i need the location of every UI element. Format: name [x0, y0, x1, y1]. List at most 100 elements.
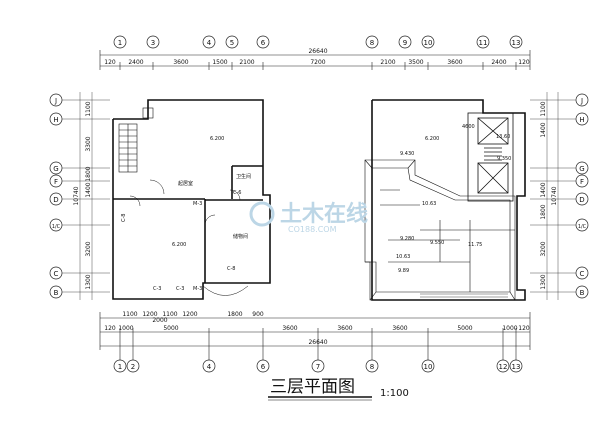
side-axis-lines [62, 92, 576, 300]
axis-top-9: 9 [403, 39, 407, 47]
bottom-dimension-lines [99, 312, 531, 360]
axis-top-3: 3 [151, 39, 155, 47]
total-width-bottom: 26640 [308, 339, 327, 346]
bedroom-label: 起居室 [178, 180, 193, 187]
door-m3-b: M-3 [193, 286, 202, 292]
axis-bottom-2: 2 [131, 363, 135, 371]
bottom-outer-3: 5000 [163, 325, 178, 332]
bottom-outer-2: 1000 [118, 325, 133, 332]
dim-top-4: 1500 [212, 59, 227, 66]
drawing-title: 三层平面图 [270, 377, 355, 397]
axis-left-F: F [54, 178, 58, 186]
right-dim-6: 1300 [540, 274, 547, 289]
level-1063-b: 10.63 [396, 254, 410, 260]
bottom-inner-3: 1100 [162, 311, 177, 318]
dim-top-3: 3600 [173, 59, 188, 66]
window-c3-a: C-3 [153, 286, 161, 292]
axis-left-D: D [53, 196, 58, 204]
axis-bottom-10: 10 [424, 363, 433, 371]
axis-top-11: 11 [479, 39, 488, 47]
right-hatch-eave [420, 293, 508, 298]
axis-bottom-7: 7 [316, 363, 320, 371]
bottom-axis-bubbles [113, 359, 523, 373]
window-c3-b: C-3 [176, 286, 184, 292]
dim-top-11: 120 [518, 59, 530, 66]
window-c6: C-6 [233, 190, 241, 196]
right-stair-block [467, 112, 514, 202]
axis-right-H: H [579, 116, 584, 124]
axis-bottom-8: 8 [370, 363, 374, 371]
right-total-dim: 10740 [551, 186, 558, 205]
axis-left-J: J [54, 97, 57, 105]
axis-top-8: 8 [370, 39, 374, 47]
level-9550: 9.550 [430, 240, 444, 246]
bottom-outer-9: 120 [518, 325, 530, 332]
total-width-top: 26640 [308, 48, 327, 55]
level-989: 9.89 [398, 268, 409, 274]
watermark-sub: CO188.COM [288, 225, 337, 234]
left-dim-6: 1300 [85, 274, 92, 289]
left-dim-4: 1400 [85, 182, 92, 197]
level-9280: 9.280 [400, 236, 414, 242]
left-room-mid-level: 6.200 [172, 242, 186, 248]
axis-left-G: G [53, 165, 58, 173]
bottom-outer-6: 3600 [392, 325, 407, 332]
bottom-inner-2: 1200 [142, 311, 157, 318]
level-1175: 11.75 [468, 242, 482, 248]
left-dim-2: 3300 [85, 136, 92, 151]
left-dim-1: 1100 [85, 101, 92, 116]
right-room-level: 6.200 [425, 136, 439, 142]
axis-top-1: 1 [118, 39, 122, 47]
right-dim-2: 1400 [540, 122, 547, 137]
axis-right-B: B [580, 289, 585, 297]
dim-top-6: 7200 [310, 59, 325, 66]
axis-bottom-12: 12 [499, 363, 508, 371]
left-stair [118, 107, 154, 173]
level-4600: 4600 [462, 124, 475, 130]
bottom-outer-7: 5000 [457, 325, 472, 332]
window-c8-b: C-8 [227, 266, 235, 272]
dim-top-2: 2400 [128, 59, 143, 66]
top-axis-bubbles [113, 35, 523, 49]
watermark: 土木在线 CO188.COM [249, 201, 368, 234]
level-9350: 9.350 [497, 156, 511, 162]
axis-bottom-13: 13 [512, 363, 521, 371]
bathroom-label: 卫生间 [236, 173, 251, 180]
right-dim-3: 1400 [540, 182, 547, 197]
axis-right-1C: 1/C [578, 224, 587, 230]
right-dim-1: 1100 [540, 101, 547, 116]
left-room-top-level: 6.200 [210, 136, 224, 142]
dim-top-9: 3600 [447, 59, 462, 66]
axis-left-H: H [53, 116, 58, 124]
left-dim-5: 3200 [85, 241, 92, 256]
bottom-inner-6: 900 [252, 311, 264, 318]
watermark-text: 土木在线 [280, 201, 368, 227]
window-c8: C-8 [121, 214, 127, 222]
axis-left-B: B [54, 289, 59, 297]
door-m3: M-3 [193, 201, 202, 207]
axis-bottom-4: 4 [207, 363, 212, 371]
store-label: 储物间 [233, 233, 248, 240]
bottom-inner-5: 1800 [227, 311, 242, 318]
dim-top-1: 120 [104, 59, 116, 66]
level-1360: 13.60 [496, 134, 510, 140]
top-dimension-lines [99, 50, 531, 70]
axis-right-F: F [580, 178, 584, 186]
axis-left-C: C [54, 270, 59, 278]
bottom-inner-1: 1100 [122, 311, 137, 318]
dim-top-5: 2100 [239, 59, 254, 66]
bottom-outer-8: 1000 [502, 325, 517, 332]
axis-left-1C: 1/C [52, 224, 61, 230]
dim-top-7: 2100 [380, 59, 395, 66]
left-total-dim: 10740 [73, 186, 80, 205]
axis-top-13: 13 [512, 39, 521, 47]
side-axis-bubbles [49, 93, 589, 299]
bottom-outer-1: 120 [104, 325, 116, 332]
axis-top-5: 5 [230, 39, 234, 47]
left-dim-3: 1800 [85, 166, 92, 181]
right-dim-5: 3200 [540, 241, 547, 256]
bottom-outer-5: 3600 [337, 325, 352, 332]
right-roof-lines [364, 159, 516, 301]
left-door-swings [129, 179, 249, 296]
